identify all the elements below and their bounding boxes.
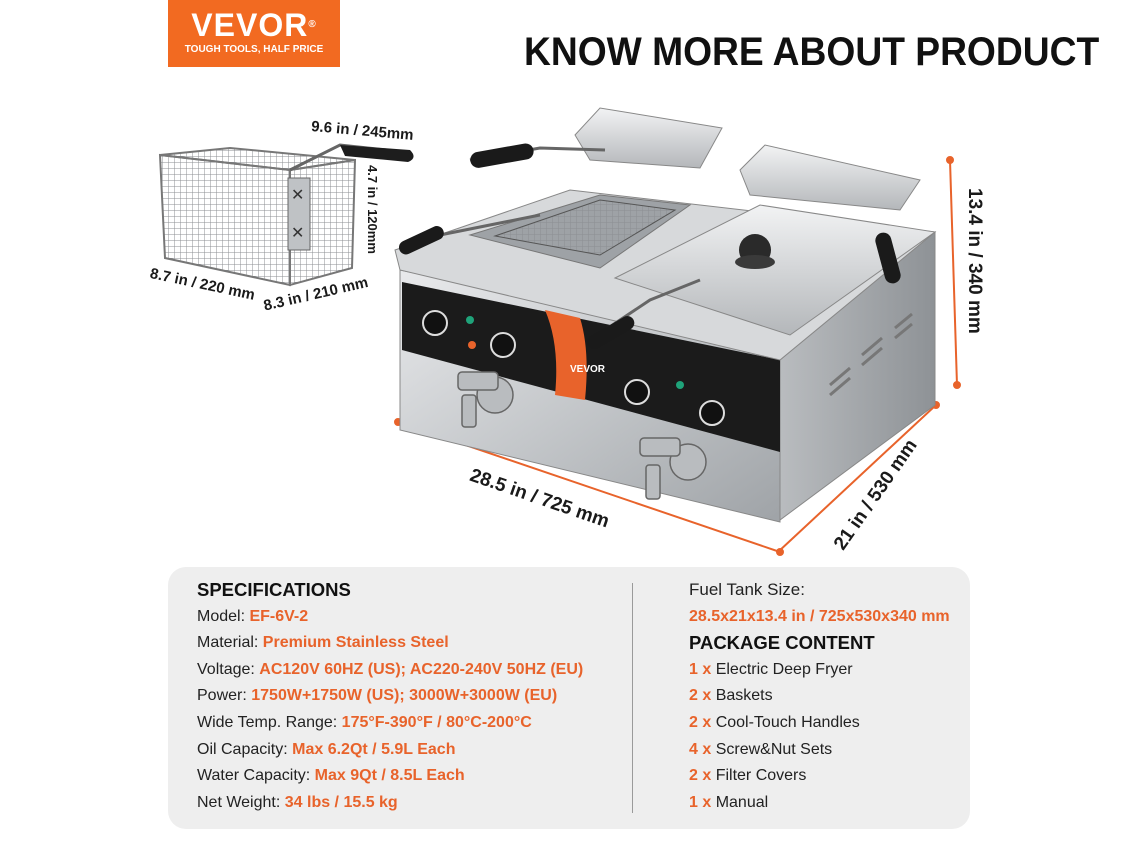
spec-row-water-capacity: Water Capacity: Max 9Qt / 8.5L Each bbox=[197, 767, 465, 785]
page-headline: KNOW MORE ABOUT PRODUCT bbox=[524, 30, 1100, 74]
spec-row-power: Power: 1750W+1750W (US); 3000W+3000W (EU… bbox=[197, 687, 558, 705]
fryer-brand-label: VEVOR bbox=[570, 364, 606, 375]
product-illustration: ✕ ✕ VEVOR bbox=[158, 107, 961, 556]
fuel-tank-value: 28.5x21x13.4 in / 725x530x340 mm bbox=[689, 607, 950, 625]
basket-illustration: ✕ ✕ bbox=[158, 143, 414, 287]
package-item: 2 x Baskets bbox=[689, 687, 773, 705]
logo-tagline: TOUGH TOOLS, HALF PRICE bbox=[184, 44, 324, 55]
spec-row-material: Material: Premium Stainless Steel bbox=[197, 634, 449, 652]
basket-height-label: 4.7 in / 120mm bbox=[365, 165, 380, 254]
spec-row-voltage: Voltage: AC120V 60HZ (US); AC220-240V 50… bbox=[197, 660, 584, 678]
spec-row-net-weight: Net Weight: 34 lbs / 15.5 kg bbox=[197, 793, 398, 811]
deep-fryer-illustration: VEVOR bbox=[394, 107, 937, 523]
package-content-title: PACKAGE CONTENT bbox=[689, 632, 875, 654]
specifications-title: SPECIFICATIONS bbox=[197, 579, 351, 600]
spec-row-oil-capacity: Oil Capacity: Max 6.2Qt / 5.9L Each bbox=[197, 740, 456, 758]
spec-row-temp-range: Wide Temp. Range: 175°F-390°F / 80°C-200… bbox=[197, 713, 532, 731]
vevor-logo: VEVOR® TOUGH TOOLS, HALF PRICE bbox=[168, 0, 340, 67]
specs-panel bbox=[168, 567, 970, 829]
specifications-column: SPECIFICATIONS Model: EF-6V-2 Material: … bbox=[197, 577, 583, 816]
fryer-height-label: 13.4 in / 340 mm bbox=[964, 188, 985, 334]
dimension-lines bbox=[394, 156, 961, 556]
registered-mark: ® bbox=[308, 19, 317, 30]
package-column: Fuel Tank Size: 28.5x21x13.4 in / 725x53… bbox=[689, 577, 950, 816]
logo-wordmark: VEVOR bbox=[191, 7, 309, 43]
spec-row-model: Model: EF-6V-2 bbox=[197, 607, 309, 625]
package-item: 1 x Electric Deep Fryer bbox=[689, 660, 853, 678]
package-item: 4 x Screw&Nut Sets bbox=[689, 740, 833, 758]
package-item: 2 x Filter Covers bbox=[689, 767, 807, 785]
svg-text:✕: ✕ bbox=[291, 223, 304, 242]
package-item: 2 x Cool-Touch Handles bbox=[689, 713, 860, 731]
fuel-tank-label: Fuel Tank Size: bbox=[689, 580, 805, 599]
svg-text:✕: ✕ bbox=[291, 185, 304, 204]
panel-divider bbox=[632, 583, 633, 813]
package-item: 1 x Manual bbox=[689, 793, 769, 811]
